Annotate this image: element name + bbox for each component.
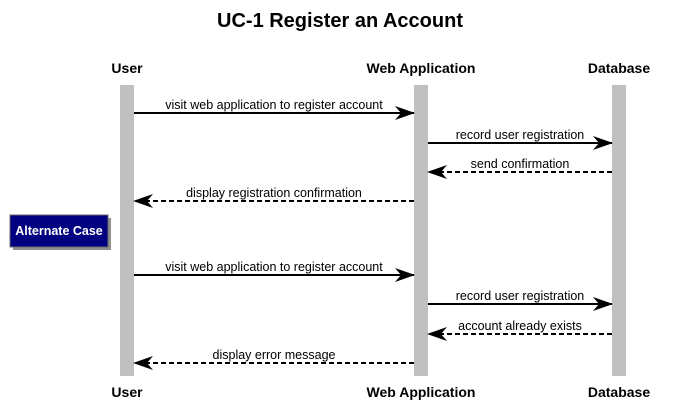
participant-bottom-web-application: Web Application: [367, 384, 476, 400]
participant-bottom-user: User: [111, 384, 143, 400]
message-6: visit web application to register accoun…: [134, 260, 415, 282]
note-text: Alternate Case: [15, 224, 103, 238]
message-2: record user registration: [428, 128, 613, 150]
message-7: record user registration: [428, 289, 613, 311]
lifeline-web-application: [414, 85, 428, 376]
message-label-1: visit web application to register accoun…: [165, 98, 383, 112]
message-label-9: display error message: [213, 348, 336, 362]
participant-top-database: Database: [588, 60, 650, 76]
lifeline-database: [612, 85, 626, 376]
note-alternate-case: Alternate Case: [9, 214, 111, 250]
message-4: display registration confirmation: [133, 186, 414, 208]
message-label-8: account already exists: [458, 319, 582, 333]
message-1: visit web application to register accoun…: [134, 98, 415, 120]
message-label-6: visit web application to register accoun…: [165, 260, 383, 274]
lifelines: [120, 85, 626, 376]
message-3: send confirmation: [427, 157, 612, 179]
messages: visit web application to register accoun…: [9, 98, 613, 370]
message-label-7: record user registration: [456, 289, 585, 303]
message-label-3: send confirmation: [471, 157, 570, 171]
message-9: display error message: [133, 348, 414, 370]
participant-top-web-application: Web Application: [367, 60, 476, 76]
message-label-2: record user registration: [456, 128, 585, 142]
diagram-title: UC-1 Register an Account: [217, 10, 463, 32]
message-8: account already exists: [427, 319, 612, 341]
lifeline-user: [120, 85, 134, 376]
participant-top-user: User: [111, 60, 143, 76]
participant-bottom-database: Database: [588, 384, 650, 400]
message-label-4: display registration confirmation: [186, 186, 362, 200]
note-box: [9, 214, 109, 248]
